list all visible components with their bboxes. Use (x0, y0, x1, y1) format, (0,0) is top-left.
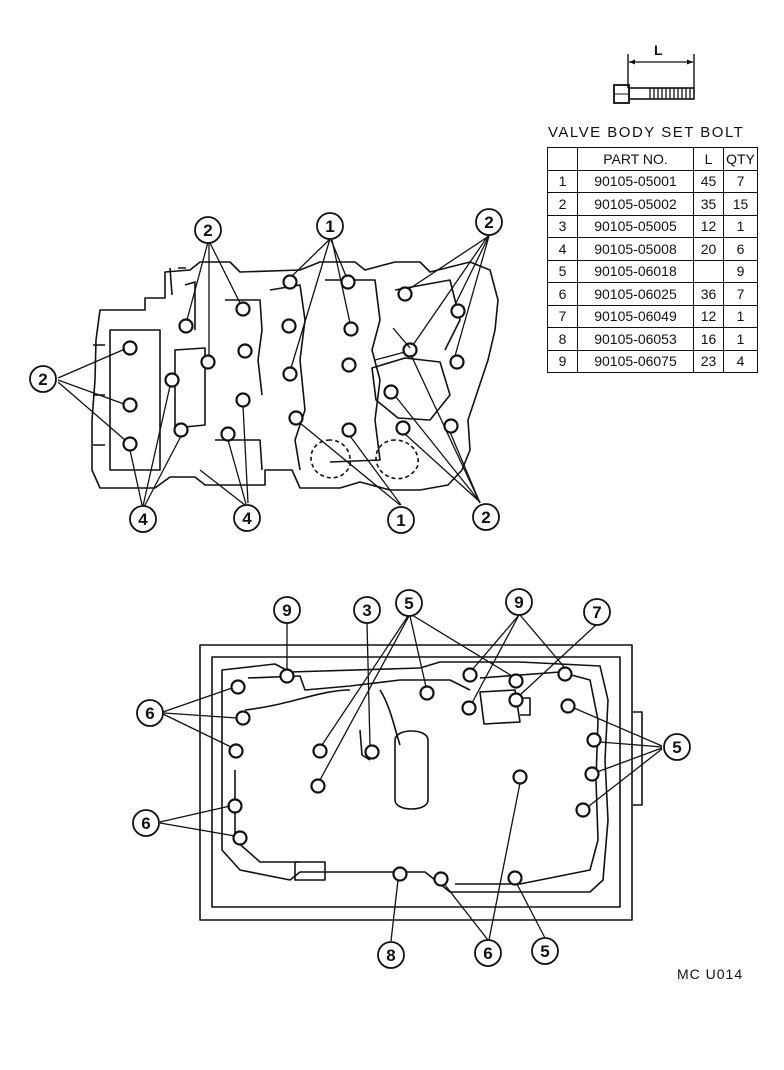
row-part-no: 90105-06018 (577, 259, 694, 283)
row-qty: 1 (723, 214, 758, 238)
callout-bottom-6-upper: 6 (145, 704, 154, 723)
header-part-no: PART NO. (577, 147, 694, 171)
row-length: 12 (693, 214, 724, 238)
header-qty: QTY (723, 147, 758, 171)
row-qty: 7 (723, 169, 758, 193)
callout-top-1-lower: 1 (396, 511, 405, 530)
callout-top-2-upper: 2 (203, 221, 212, 240)
row-part-no: 90105-05001 (577, 169, 694, 193)
callout-bottom-5-bottom: 5 (540, 942, 549, 961)
callout-bottom-9-right: 9 (514, 593, 523, 612)
callout-bottom-5-top: 5 (404, 594, 413, 613)
callout-bottom-7: 7 (592, 603, 601, 622)
row-qty: 4 (723, 349, 758, 373)
header-length: L (693, 147, 724, 171)
row-length: 23 (693, 349, 724, 373)
callout-bottom-5-right: 5 (672, 738, 681, 757)
callout-bottom-9-left: 9 (282, 601, 291, 620)
callout-top-4-right: 4 (242, 509, 252, 528)
row-length: 16 (693, 327, 724, 351)
callout-bottom-6-bottom: 6 (483, 944, 492, 963)
bolt-length-label: L (654, 42, 663, 58)
table-header-row: PART NO. L QTY (547, 147, 758, 171)
row-qty: 1 (723, 304, 758, 328)
diagram-code: MC U014 (677, 966, 744, 982)
bolt-illustration (613, 54, 695, 104)
row-part-no: 90105-06075 (577, 349, 694, 373)
table-title: VALVE BODY SET BOLT (548, 124, 745, 141)
callout-top-4-left: 4 (138, 510, 148, 529)
row-qty: 15 (723, 192, 758, 216)
callout-bottom-3: 3 (362, 601, 371, 620)
callout-bottom-8: 8 (386, 946, 395, 965)
callout-top-1-upper: 1 (325, 217, 334, 236)
callout-top-2-right: 2 (484, 213, 493, 232)
row-length: 35 (693, 192, 724, 216)
callout-top-2-lower: 2 (481, 508, 490, 527)
callout-bottom-6-lower: 6 (141, 814, 150, 833)
callout-top-2-left: 2 (38, 370, 47, 389)
row-part-no: 90105-05002 (577, 192, 694, 216)
